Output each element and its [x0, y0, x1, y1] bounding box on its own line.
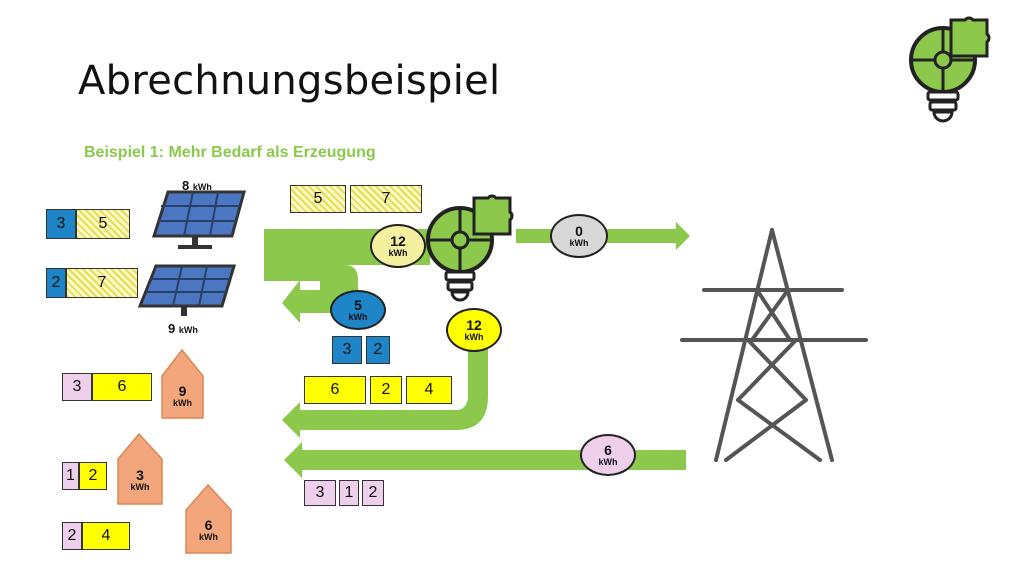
share-box: 1: [62, 462, 79, 490]
share-box: 6: [92, 373, 152, 401]
flow-box: 6: [304, 376, 366, 404]
flow-box: 1: [339, 480, 359, 506]
flow-box: 3: [332, 336, 362, 364]
page-title: Abrechnungsbeispiel: [78, 58, 501, 104]
house-icon: [161, 348, 204, 419]
flow-box: 4: [406, 376, 452, 404]
flow-band-hub-out: [300, 345, 488, 430]
flow-box: 5: [290, 185, 346, 213]
share-box: 2: [79, 462, 107, 490]
hub-bulb-icon: [426, 194, 514, 302]
solar-panel-icon: [137, 264, 237, 316]
solar-panel-icon: [151, 190, 246, 249]
share-box: 3: [62, 373, 92, 401]
share-box: 2: [62, 522, 82, 550]
share-box: 5: [76, 209, 130, 239]
flow-arrow-houses: [282, 402, 300, 438]
flow-box: 2: [366, 336, 390, 364]
flow-box: 2: [362, 480, 384, 506]
share-box: 3: [46, 209, 76, 239]
flow-box: 2: [370, 376, 402, 404]
share-box: 2: [46, 268, 66, 298]
share-box: 7: [66, 268, 138, 298]
panel2-label: 9 kWh: [168, 321, 198, 336]
flow-arrow-import: [284, 442, 302, 478]
power-pylon-icon: [680, 228, 868, 462]
flow-band-split: [264, 265, 358, 296]
flow-arrow-export: [676, 222, 690, 250]
logo-icon: [909, 16, 991, 123]
house-icon: [185, 483, 232, 554]
flow-box: 7: [350, 185, 422, 213]
flow-box: 3: [304, 480, 336, 506]
panel1-label: 8 kWh: [182, 178, 212, 193]
house-icon: [117, 432, 163, 505]
example-subtitle: Beispiel 1: Mehr Bedarf als Erzeugung: [84, 144, 376, 161]
share-box: 4: [82, 522, 130, 550]
